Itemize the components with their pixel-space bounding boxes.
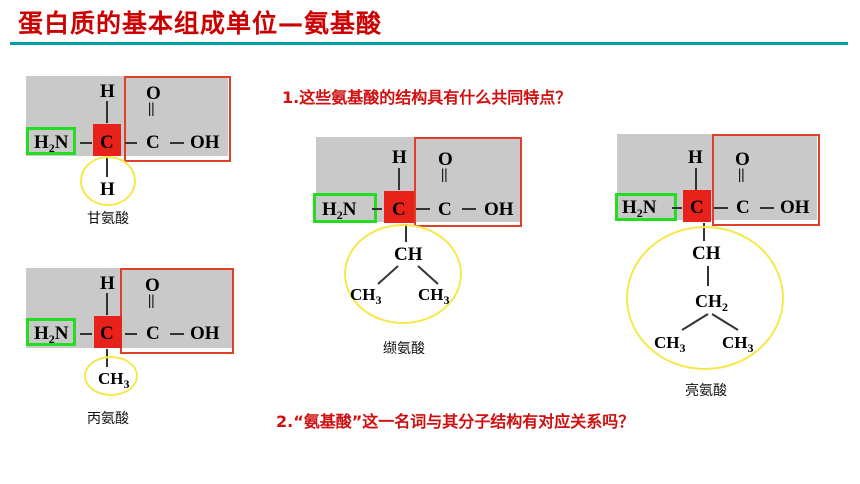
r-group-circle bbox=[84, 356, 138, 396]
question-1: 1.这些氨基酸的结构具有什么共同特点？ bbox=[282, 88, 572, 107]
title-underline bbox=[10, 42, 848, 45]
valine-caption: 缬氨酸 bbox=[383, 341, 425, 357]
r-group-circle bbox=[344, 224, 462, 324]
carboxyl-group-box bbox=[414, 137, 522, 227]
central-carbon-highlight bbox=[384, 191, 414, 223]
carboxyl-group-box bbox=[120, 268, 234, 354]
carboxyl-group-box bbox=[712, 134, 820, 226]
r-group-circle bbox=[80, 156, 136, 206]
leucine-caption: 亮氨酸 bbox=[685, 383, 727, 399]
question-2: 2.“氨基酸”这一名词与其分子结构有对应关系吗？ bbox=[276, 412, 635, 431]
amino-group-box bbox=[26, 127, 76, 155]
carboxyl-group-box bbox=[124, 76, 231, 162]
central-carbon-highlight bbox=[683, 190, 711, 222]
page-title: 蛋白质的基本组成单位—氨基酸 bbox=[18, 9, 383, 38]
alanine-caption: 丙氨酸 bbox=[87, 411, 129, 427]
central-carbon-highlight bbox=[93, 124, 121, 156]
r-group-circle bbox=[626, 226, 784, 370]
central-carbon-highlight bbox=[94, 316, 122, 348]
glycine-caption: 甘氨酸 bbox=[87, 211, 129, 227]
amino-group-box bbox=[26, 318, 76, 346]
